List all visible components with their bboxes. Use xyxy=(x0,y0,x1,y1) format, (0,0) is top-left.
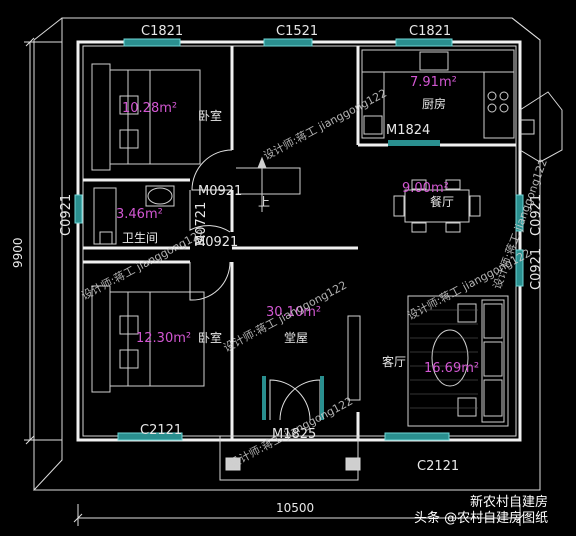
window-label-top-left: C1821 xyxy=(141,24,183,39)
window-label-right-lower: C0921 xyxy=(529,248,544,290)
brand-text: 头条 @农村自建房图纸 xyxy=(414,510,548,526)
window-label-bottom-right: C2121 xyxy=(417,459,459,474)
windows xyxy=(74,38,524,441)
area-bedroom-top: 10.28m² xyxy=(122,101,177,116)
dim-width: 10500 xyxy=(276,501,314,515)
bed-bottom xyxy=(91,285,205,393)
room-name-dining: 餐厅 xyxy=(430,194,454,209)
area-dining: 9.00m² xyxy=(402,181,449,196)
window-label-right-upper: C0921 xyxy=(529,194,544,236)
kitchen-fixtures xyxy=(361,49,515,139)
area-bedroom-bottom: 12.30m² xyxy=(136,331,191,346)
dim-height: 9900 xyxy=(11,237,25,268)
bed-top xyxy=(91,63,201,171)
room-name-hall: 堂屋 xyxy=(284,331,308,345)
door-swings xyxy=(189,149,321,421)
dining-table xyxy=(393,179,481,233)
brand-overlay-text: 新农村自建房 xyxy=(470,494,548,510)
door-label-bed-top: M0921 xyxy=(198,184,242,199)
room-name-bedroom-bottom: 卧室 xyxy=(198,330,222,345)
bathroom-fixtures xyxy=(93,185,175,245)
window-label-left-mid: C0921 xyxy=(59,194,74,236)
area-kitchen: 7.91m² xyxy=(410,75,457,90)
room-name-kitchen: 厨房 xyxy=(422,96,446,111)
entry-porch xyxy=(219,435,361,481)
living-furniture xyxy=(347,295,509,427)
door-label-bed-bottom: M0921 xyxy=(194,235,238,250)
watermark-1: 设计师:蒋工 jianggong122 xyxy=(261,87,389,163)
stairs-label: 上 xyxy=(258,195,270,209)
window-label-bottom-left: C2121 xyxy=(140,423,182,438)
area-bathroom: 3.46m² xyxy=(116,207,163,222)
room-name-bedroom-top: 卧室 xyxy=(198,108,222,123)
door-label-bath: M0721 xyxy=(194,202,209,246)
area-living: 16.69m² xyxy=(424,361,479,376)
door-label-main: M1825 xyxy=(272,427,316,442)
room-name-living: 客厅 xyxy=(382,354,406,369)
interior-walls xyxy=(83,46,516,440)
dimension-lines xyxy=(24,37,525,526)
room-name-bathroom: 卫生间 xyxy=(122,231,158,245)
chimney xyxy=(519,91,563,163)
area-hall: 30.10m² xyxy=(266,305,321,320)
window-label-top-mid: C1521 xyxy=(276,24,318,39)
watermark-5: 设计师:蒋工 jianggong122 xyxy=(227,395,355,471)
window-label-top-right: C1821 xyxy=(409,24,451,39)
staircase xyxy=(236,156,301,212)
door-label-kitchen: M1824 xyxy=(386,123,430,138)
